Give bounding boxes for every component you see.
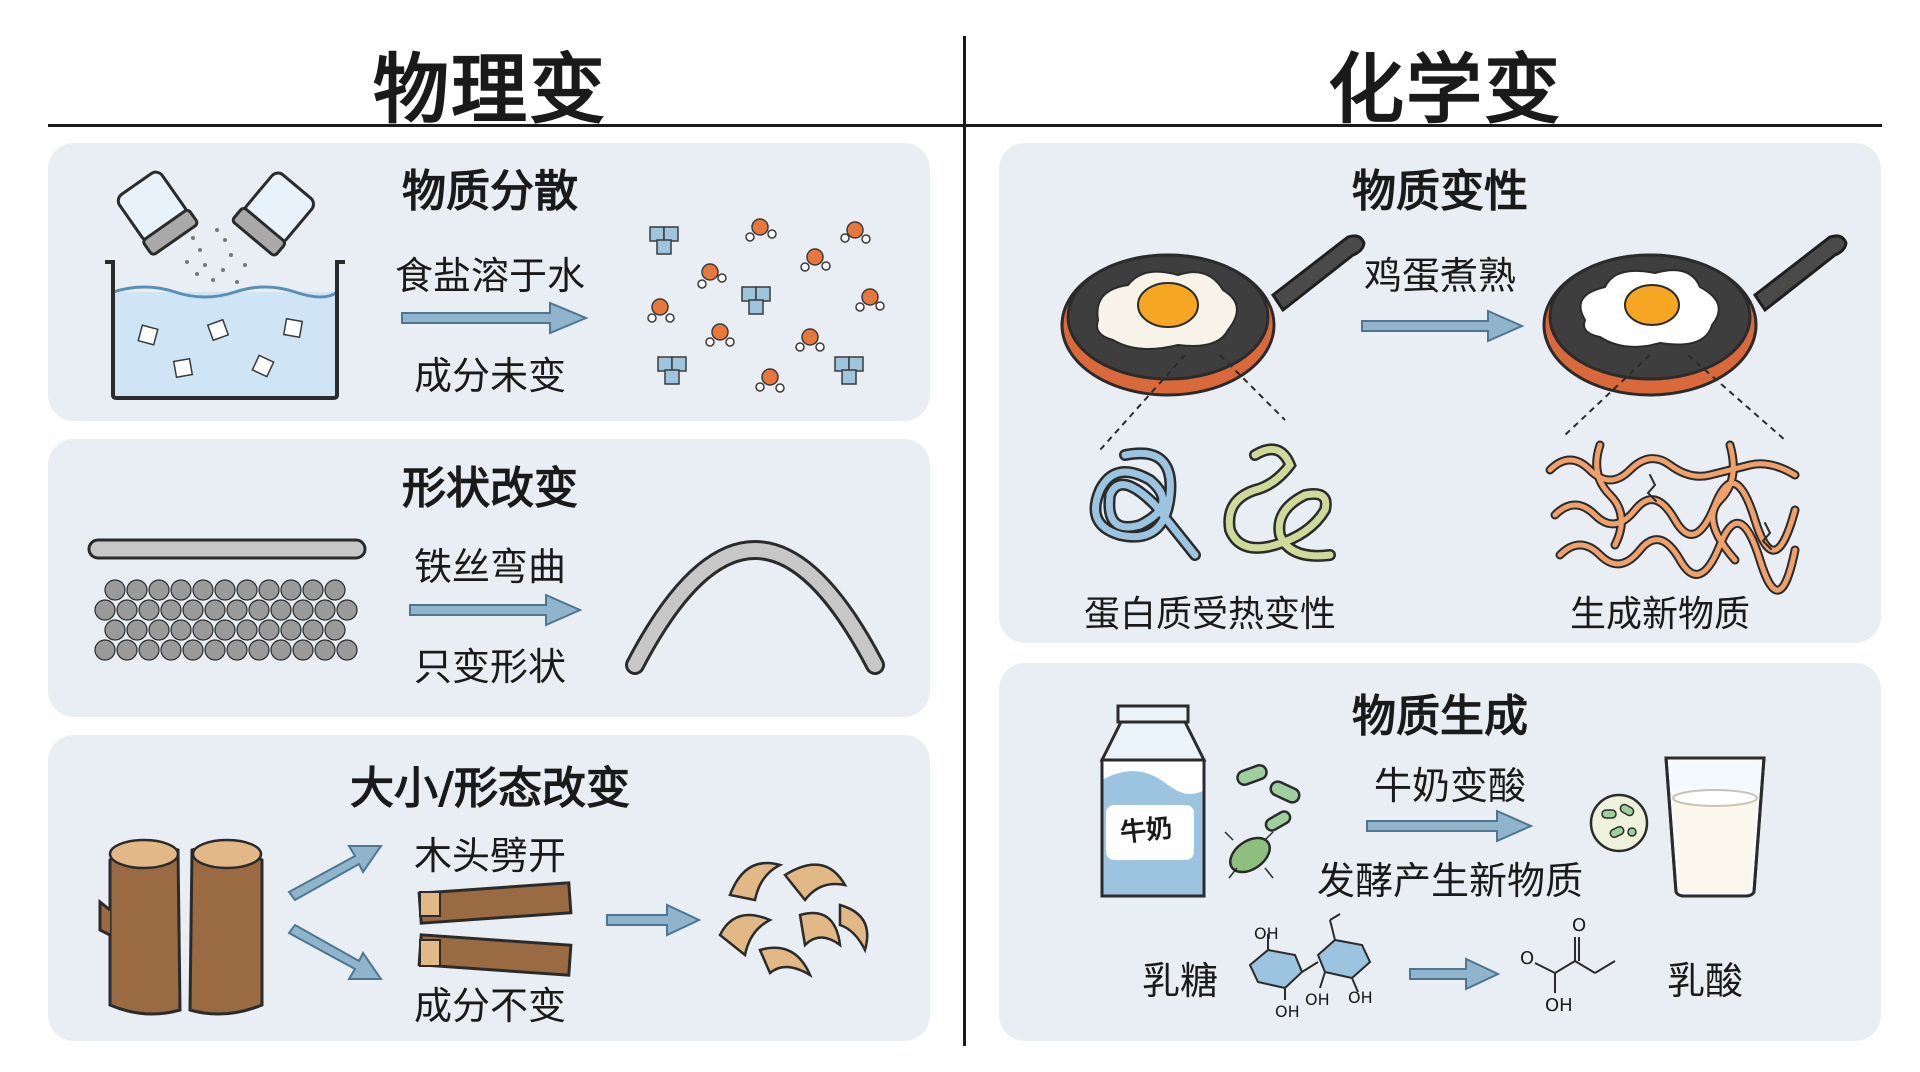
dispersion-top-label: 食盐溶于水	[375, 245, 605, 300]
denaturation-left-caption: 蛋白质受热变性	[1075, 585, 1345, 637]
denaturation-title: 物质变性	[1280, 155, 1600, 219]
water	[113, 292, 337, 398]
new-substance-top-label: 牛奶变酸	[1345, 755, 1555, 810]
dispersion-title: 物质分散	[330, 155, 650, 219]
split-log-illustration	[100, 820, 270, 1020]
chips-arrow	[605, 902, 701, 938]
glass-of-milk-illustration	[1660, 750, 1770, 900]
size-change-top-label: 木头劈开	[390, 825, 590, 880]
shape-change-title: 形状改变	[330, 452, 650, 516]
lactose-oh-label-1: OH	[1254, 924, 1279, 943]
center-divider	[963, 36, 966, 1046]
size-change-bottom-label: 成分不变	[390, 975, 590, 1030]
folded-protein-illustration	[1080, 435, 1350, 575]
dispersed-particles-illustration	[640, 212, 900, 402]
salt-shaker-left-icon	[114, 168, 199, 256]
split-wood-pieces-illustration	[415, 880, 575, 980]
lactose-oh-label-2: OH	[1275, 1002, 1300, 1021]
wood-chips-illustration	[715, 845, 885, 980]
shape-change-bottom-label: 只变形状	[390, 636, 590, 691]
lactic-acid-o-label-2: O	[1572, 915, 1586, 936]
dispersion-bottom-label: 成分未变	[390, 345, 590, 400]
bacteria-colony-icon	[1588, 792, 1650, 854]
lactic-acid-arrow	[1408, 956, 1500, 992]
dispersion-arrow	[400, 300, 590, 336]
right-title-rule	[966, 124, 1882, 127]
denatured-protein-network-illustration	[1540, 435, 1810, 575]
lactic-acid-oh-label: OH	[1545, 995, 1573, 1016]
lactic-acid-label: 乳酸	[1650, 950, 1760, 1005]
bent-wire-illustration	[620, 530, 890, 675]
fermentation-arrow	[1365, 808, 1535, 844]
lactose-label: 乳糖	[1125, 950, 1235, 1005]
split-arrow-down	[285, 925, 385, 985]
new-substance-title: 物质生成	[1280, 680, 1600, 744]
left-title-rule	[48, 124, 963, 127]
straight-wire-illustration	[85, 530, 370, 670]
lactic-acid-o-label-1: O	[1520, 948, 1534, 969]
bacteria-illustration	[1215, 760, 1315, 890]
lactose-oh-label-3: OH	[1348, 988, 1373, 1007]
milk-carton-illustration	[1098, 700, 1210, 900]
salt-beaker-illustration	[105, 170, 345, 410]
lactose-oh-label-4: OH	[1305, 990, 1330, 1009]
new-substance-bottom-label: 发酵产生新物质	[1300, 850, 1600, 905]
size-change-title: 大小/形态改变	[300, 752, 680, 816]
denaturation-right-caption: 生成新物质	[1550, 585, 1770, 637]
shape-change-top-label: 铁丝弯曲	[390, 536, 590, 591]
split-arrow-up	[285, 840, 385, 900]
salt-shaker-right-icon	[232, 168, 319, 256]
shape-change-arrow	[408, 592, 584, 628]
denaturation-arrow	[1360, 308, 1525, 344]
